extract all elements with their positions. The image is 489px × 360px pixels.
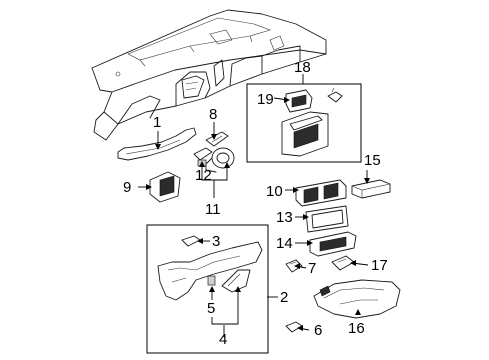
callout-2: 2 — [280, 289, 288, 306]
part-5-clip — [207, 275, 216, 286]
part-2-group-box — [146, 224, 269, 354]
callout-13: 13 — [276, 209, 293, 226]
part-4-lid — [221, 269, 251, 293]
callout-3: 3 — [212, 233, 220, 250]
callout-5: 5 — [207, 300, 215, 317]
part-10-center-vent — [295, 179, 347, 207]
callout-19: 19 — [257, 91, 274, 108]
callout-12: 12 — [195, 167, 212, 184]
part-15-block — [351, 179, 391, 199]
part-2-lower-cover — [157, 241, 263, 301]
callout-4: 4 — [219, 331, 227, 348]
part-7-clip — [285, 259, 303, 273]
callout-1: 1 — [153, 114, 161, 131]
callout-18: 18 — [294, 59, 311, 76]
part-8-bracket — [205, 131, 229, 147]
callout-9: 9 — [123, 179, 131, 196]
callout-17: 17 — [371, 257, 388, 274]
callout-labels: 1 2 3 4 5 6 7 8 9 10 11 12 13 14 15 16 1… — [123, 59, 388, 348]
callout-11: 11 — [205, 201, 221, 218]
part-11-ignition-switch — [205, 147, 235, 173]
callout-16: 16 — [348, 320, 365, 337]
callout-15: 15 — [364, 152, 381, 169]
instrument-panel-illustration — [91, 9, 327, 141]
part-16-finish-panel — [313, 279, 401, 319]
callout-10: 10 — [266, 183, 283, 200]
part-14-pocket — [309, 231, 357, 257]
callout-8: 8 — [209, 106, 217, 123]
part-18-small-clip — [327, 87, 343, 103]
callout-14: 14 — [276, 235, 293, 252]
callout-6: 6 — [314, 322, 322, 339]
part-18-group-box — [246, 83, 362, 163]
leader-lines — [138, 74, 369, 337]
arrowheads — [146, 97, 370, 331]
callout-7: 7 — [308, 260, 316, 277]
part-13-bezel — [305, 205, 349, 233]
part-19-vent — [285, 89, 313, 113]
part-9-side-vent — [149, 171, 181, 203]
part-18-center-panel — [281, 111, 329, 157]
part-1-lower-trim — [117, 127, 197, 161]
